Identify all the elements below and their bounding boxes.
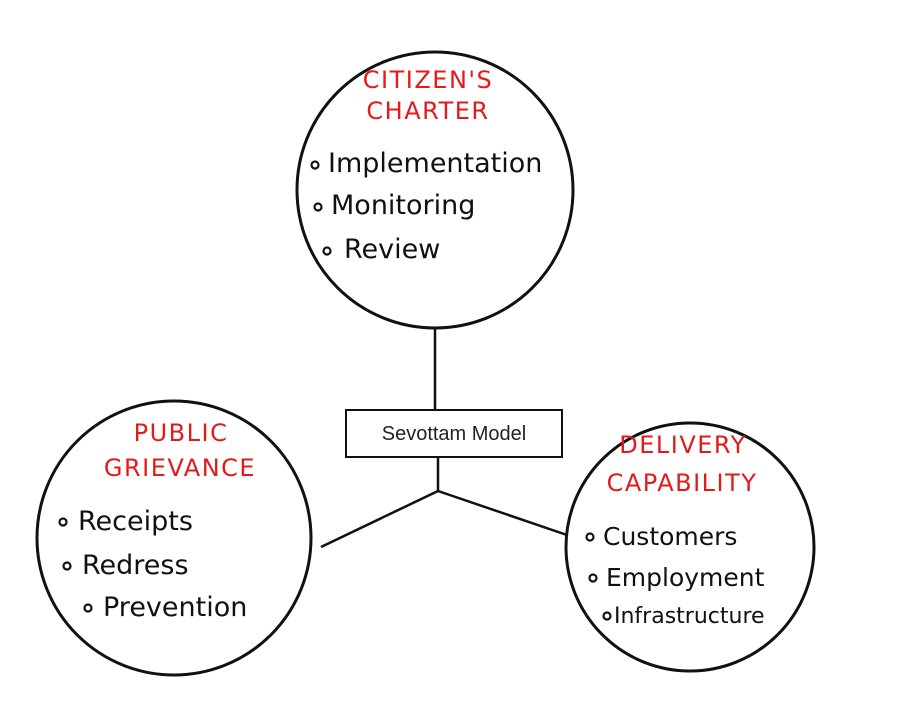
node-delivery-capability: DELIVERY CAPABILITY Customers Employment… [564, 421, 816, 673]
node-circle [564, 421, 816, 673]
node-heading-line-2: CHARTER [366, 97, 489, 125]
list-item: Employment [606, 563, 765, 592]
list-item: Review [344, 234, 440, 265]
bullet-icon [313, 202, 323, 212]
list-item: Customers [603, 522, 737, 551]
bullet-icon [310, 160, 320, 170]
node-citizens-charter: CITIZEN'S CHARTER Implementation Monitor… [295, 50, 575, 330]
node-public-grievance: PUBLIC GRIEVANCE Receipts Redress Preven… [35, 399, 313, 677]
list-item: Redress [82, 550, 189, 581]
list-item: Receipts [78, 506, 193, 537]
list-item: Infrastructure [614, 604, 765, 629]
node-heading-line-1: DELIVERY [619, 431, 746, 459]
bullet-icon [322, 246, 332, 256]
center-label: Sevottam Model [382, 423, 527, 445]
node-circle [295, 50, 575, 330]
connector-left [320, 489, 439, 549]
bullet-icon [588, 573, 598, 583]
list-item: Prevention [103, 592, 247, 623]
node-heading-line-2: GRIEVANCE [104, 454, 256, 482]
list-item: Monitoring [331, 190, 475, 221]
list-item: Implementation [328, 148, 542, 179]
center-box [345, 409, 563, 458]
connector-right [437, 489, 568, 537]
bullet-icon [62, 561, 72, 571]
bullet-icon [602, 611, 612, 621]
node-circle [35, 399, 313, 677]
bullet-icon [83, 603, 93, 613]
node-heading-line-1: CITIZEN'S [363, 66, 493, 94]
node-heading-line-2: CAPABILITY [607, 469, 758, 497]
bullet-icon [585, 532, 595, 542]
center-model-box: Sevottam Model [345, 409, 563, 458]
bullet-icon [58, 517, 68, 527]
node-heading-line-1: PUBLIC [134, 419, 229, 447]
